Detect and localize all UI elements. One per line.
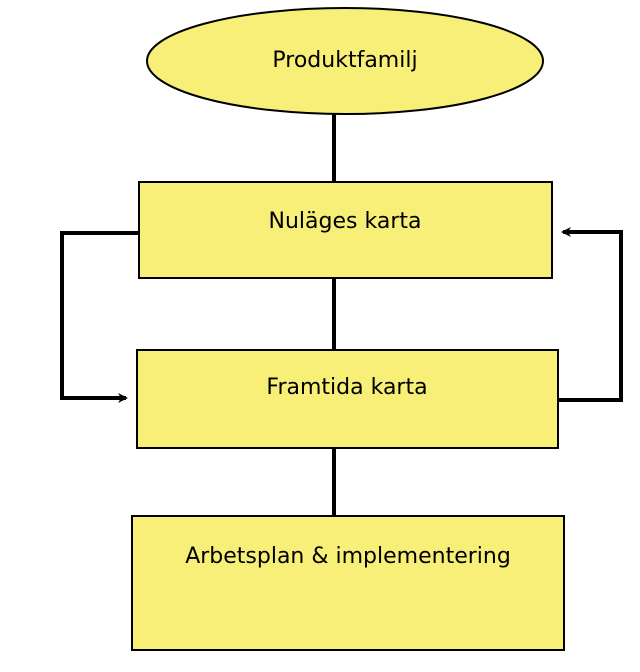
label-nulages-karta: Nuläges karta — [269, 209, 422, 234]
node-arbetsplan: Arbetsplan & implementering — [131, 515, 565, 651]
loop-arrow-right — [558, 227, 623, 402]
box-nulages-karta — [138, 181, 553, 279]
box-framtida-karta — [136, 349, 559, 449]
loop-arrow-left — [60, 231, 139, 403]
box-arbetsplan — [131, 515, 565, 651]
node-nulages-karta: Nuläges karta — [138, 181, 553, 279]
ellipse-produktfamilj — [146, 7, 544, 115]
label-produktfamilj: Produktfamilj — [272, 48, 417, 73]
node-framtida-karta: Framtida karta — [136, 349, 559, 449]
label-arbetsplan: Arbetsplan & implementering — [185, 544, 511, 569]
node-produktfamilj: Produktfamilj — [146, 7, 544, 115]
label-framtida-karta: Framtida karta — [266, 375, 427, 400]
